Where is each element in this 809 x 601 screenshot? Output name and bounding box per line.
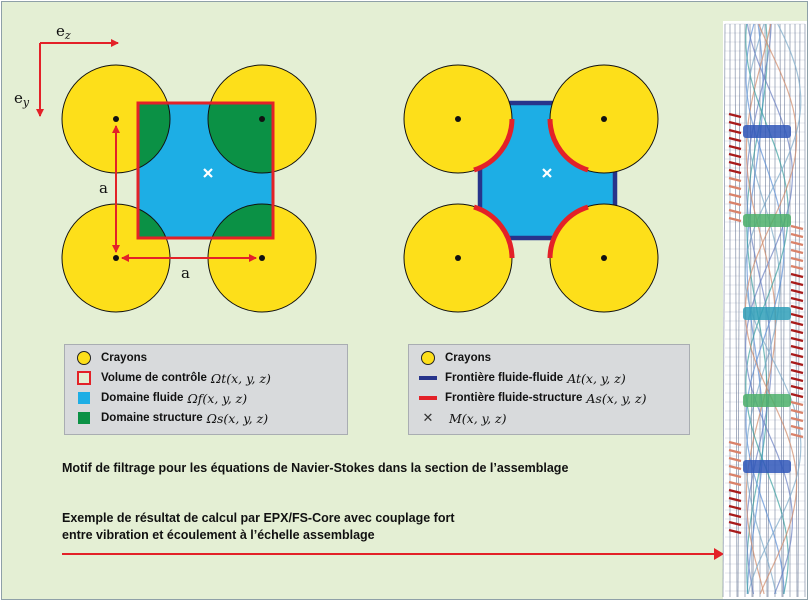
green-square-icon bbox=[75, 411, 93, 425]
legend-item-fluid-fluid-boundary: Frontière fluide-fluide At(x, y, z) bbox=[419, 369, 626, 387]
structure-domain bbox=[138, 103, 273, 238]
fluid-structure-boundary bbox=[473, 118, 589, 259]
legend-label: Frontière fluide-fluide bbox=[445, 372, 564, 384]
legend-label: Crayons bbox=[101, 352, 148, 364]
rod-center-dot bbox=[113, 116, 119, 122]
blue-line-icon bbox=[419, 371, 437, 385]
cross-icon: ✕ bbox=[422, 410, 434, 425]
rod-center-dot bbox=[601, 255, 607, 261]
legend-label: Crayons bbox=[445, 352, 492, 364]
legend-math: Ωs(x, y, z) bbox=[206, 410, 269, 426]
rod-center-dot bbox=[601, 116, 607, 122]
rod-center-dot bbox=[455, 116, 461, 122]
rod-center-dot bbox=[455, 255, 461, 261]
ey-axis-label: ey bbox=[14, 89, 30, 109]
legend-right: Crayons Frontière fluide-fluide At(x, y,… bbox=[408, 344, 690, 435]
pointer-arrow-head bbox=[714, 548, 724, 560]
legend-item-rods: Crayons bbox=[419, 349, 491, 367]
legend-item-point: ✕ M(x, y, z) bbox=[419, 409, 507, 427]
legend-left: Crayons Volume de contrôle Ωt(x, y, z) D… bbox=[64, 344, 348, 435]
legend-item-fluid-domain: Domaine fluide Ωf(x, y, z) bbox=[75, 389, 247, 407]
legend-math: At(x, y, z) bbox=[567, 370, 626, 386]
legend-item-structure-domain: Domaine structure Ωs(x, y, z) bbox=[75, 409, 268, 427]
legend-label: Volume de contrôle bbox=[101, 372, 207, 384]
pitch-label-vertical: a bbox=[99, 179, 108, 197]
legend-item-rods: Crayons bbox=[75, 349, 147, 367]
control-volume-diagram: a a bbox=[61, 64, 317, 313]
yellow-circle-icon bbox=[75, 351, 93, 365]
center-cross-marker bbox=[203, 168, 213, 178]
control-volume-outline bbox=[136, 101, 275, 240]
simulation-result-image bbox=[722, 21, 807, 599]
caption-simulation-line2: entre vibration et écoulement à l’échell… bbox=[62, 528, 375, 542]
legend-label: Domaine structure bbox=[101, 412, 203, 424]
legend-math: As(x, y, z) bbox=[586, 390, 647, 406]
caption-filter-pattern: Motif de filtrage pour les équations de … bbox=[62, 461, 569, 475]
legend-item-control-volume: Volume de contrôle Ωt(x, y, z) bbox=[75, 369, 271, 387]
rod-center-dot bbox=[259, 116, 265, 122]
legend-label: Frontière fluide-structure bbox=[445, 392, 583, 404]
legend-math: M(x, y, z) bbox=[449, 410, 507, 426]
center-cross-marker bbox=[542, 168, 552, 178]
rod-center-dot bbox=[259, 255, 265, 261]
pitch-label-horizontal: a bbox=[181, 264, 190, 282]
caption-simulation-line1: Exemple de résultat de calcul par EPX/FS… bbox=[62, 511, 455, 525]
red-outline-square-icon bbox=[75, 371, 93, 385]
axes-indicator: ez ey bbox=[14, 22, 119, 117]
red-line-icon bbox=[419, 391, 437, 405]
legend-math: Ωf(x, y, z) bbox=[187, 390, 248, 406]
boundary-diagram bbox=[403, 64, 659, 313]
legend-math: Ωt(x, y, z) bbox=[210, 370, 271, 386]
ez-axis-label: ez bbox=[56, 22, 71, 42]
legend-item-fluid-structure-boundary: Frontière fluide-structure As(x, y, z) bbox=[419, 389, 647, 407]
cyan-square-icon bbox=[75, 391, 93, 405]
legend-label: Domaine fluide bbox=[101, 392, 184, 404]
rod-center-dot bbox=[113, 255, 119, 261]
yellow-circle-icon bbox=[419, 351, 437, 365]
